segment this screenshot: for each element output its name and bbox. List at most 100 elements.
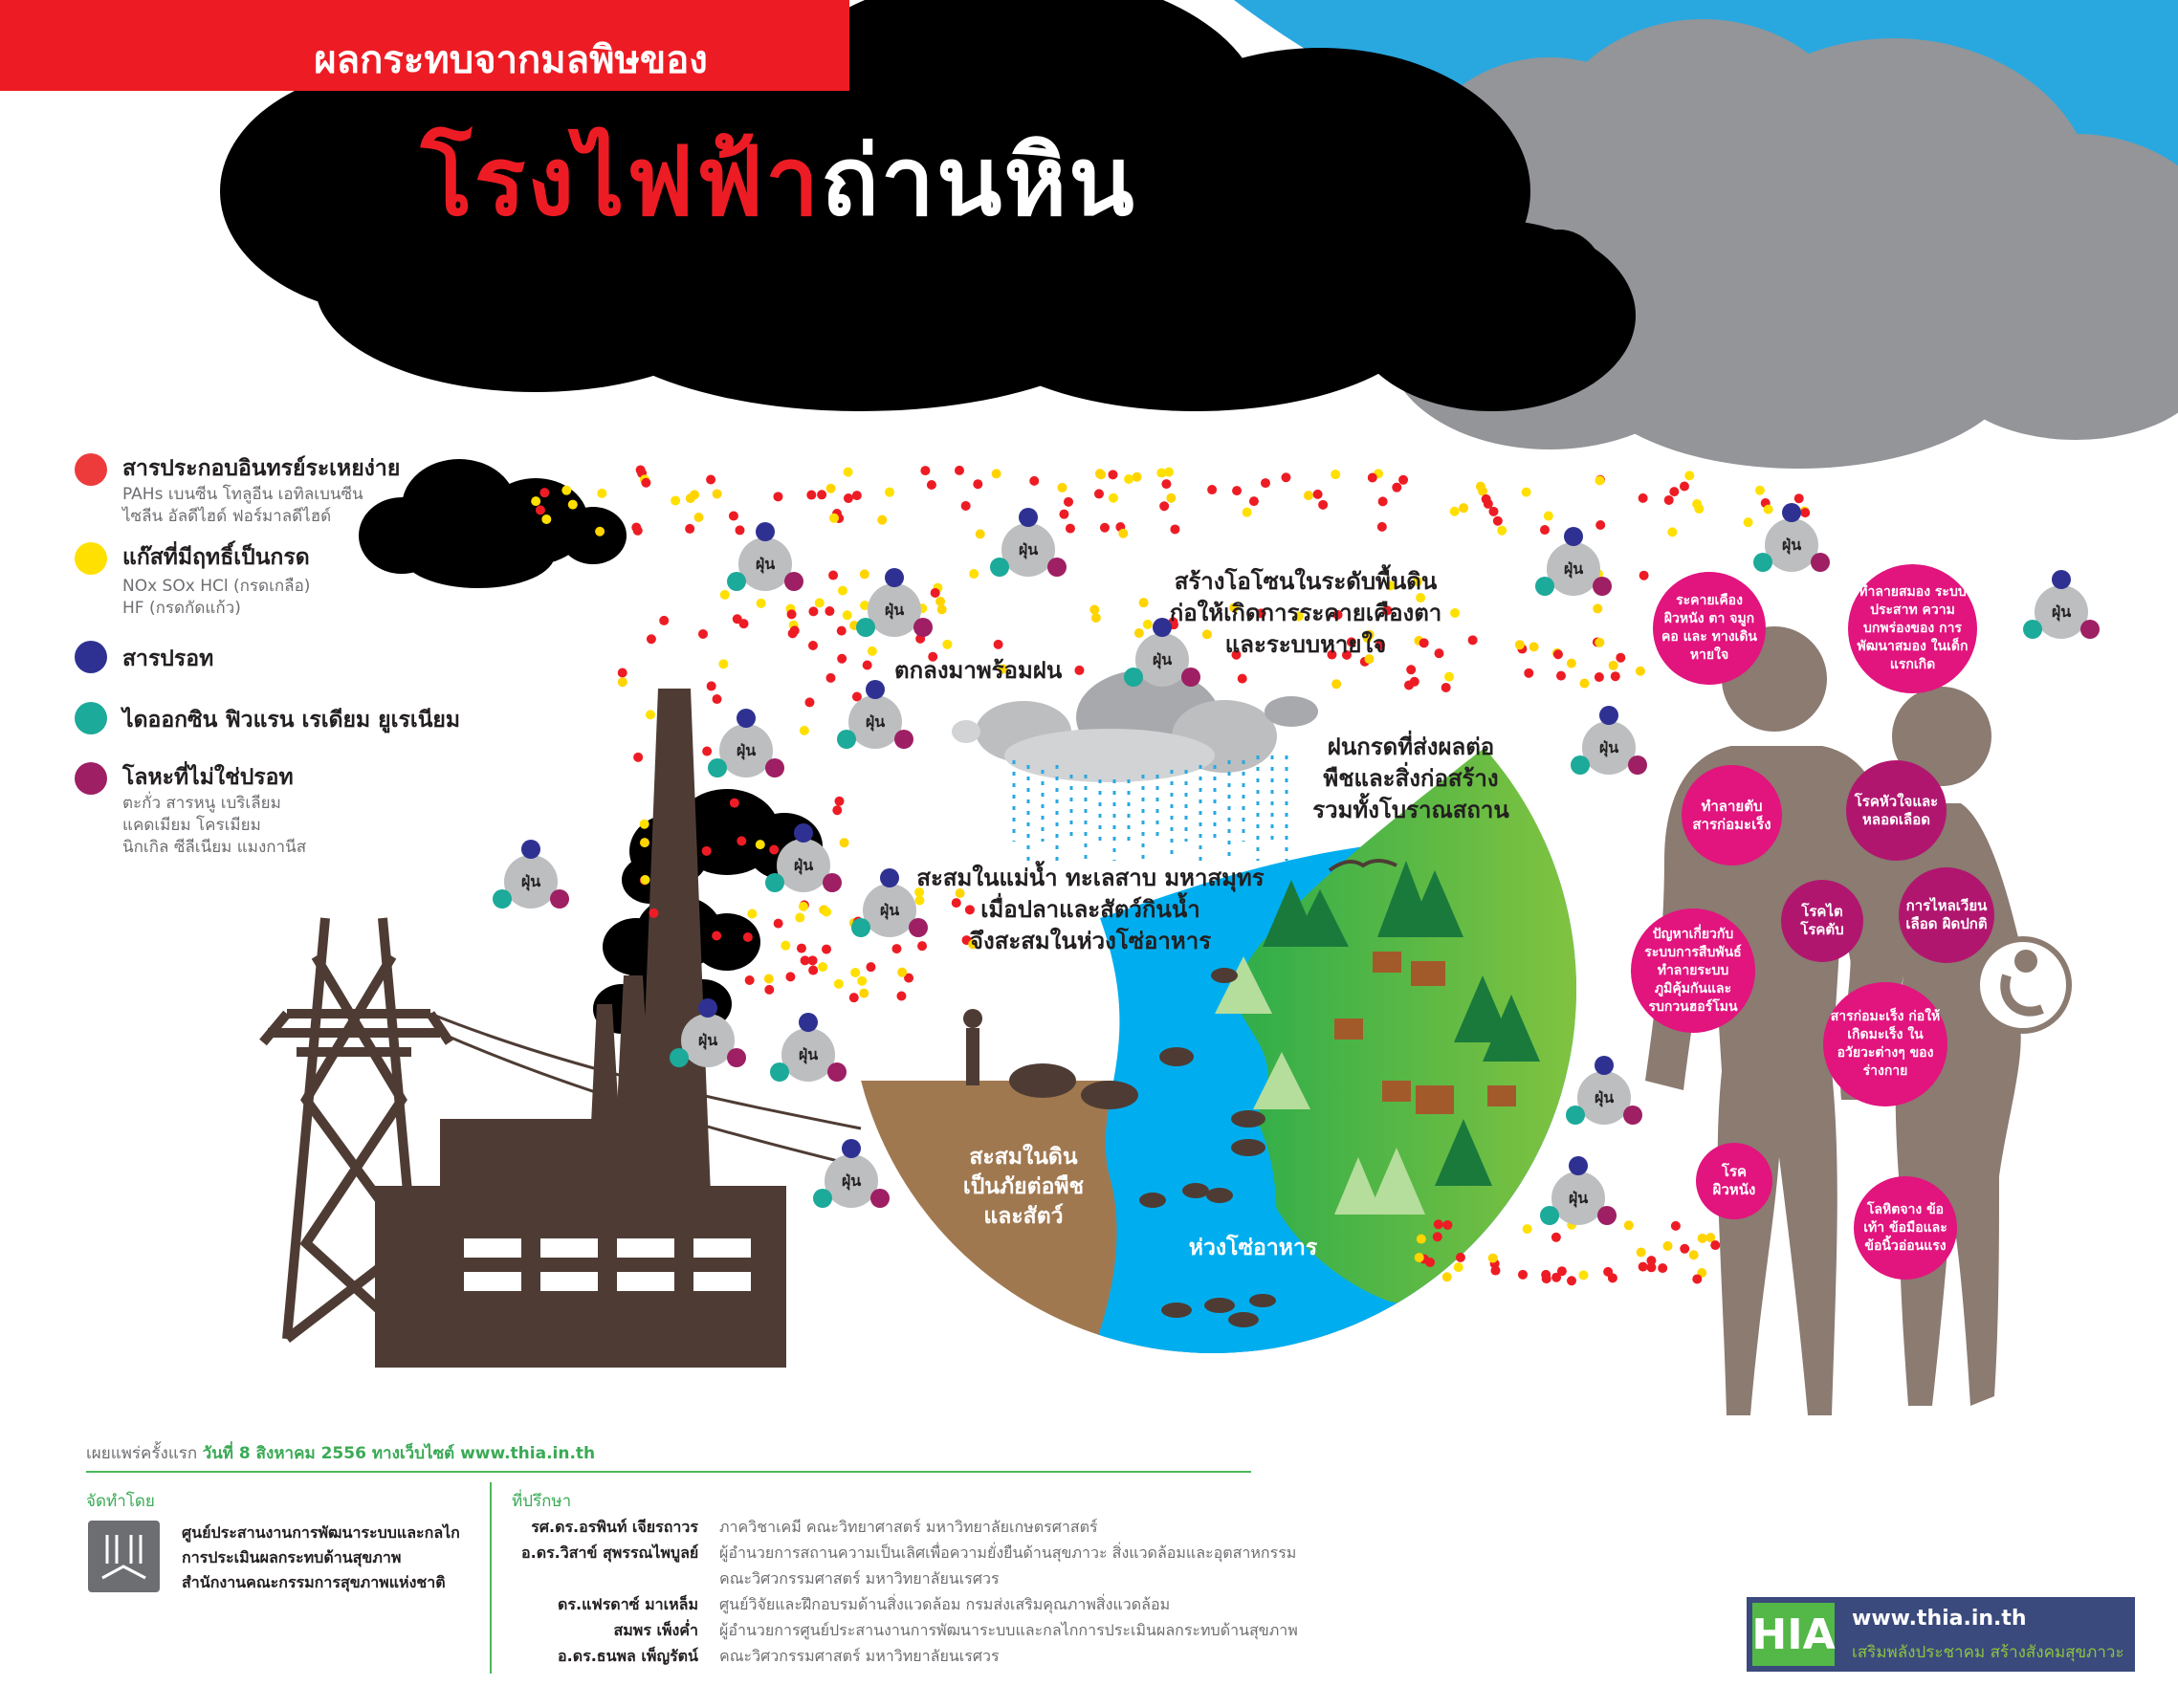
hia-badge[interactable]: HIA www.thia.in.th เสริมพลังประชาคม สร้า… xyxy=(1747,1597,2135,1672)
dioxin-dot-icon xyxy=(727,572,746,591)
particle-dot xyxy=(843,493,853,504)
particle-dot xyxy=(1364,654,1375,665)
particle-dot xyxy=(773,492,783,502)
particle-dot xyxy=(866,962,876,973)
ducks-fish xyxy=(1139,1183,1276,1327)
pale-trees xyxy=(1215,956,1425,1215)
particle-dot xyxy=(1638,493,1648,503)
dust-label: ฝุ่น xyxy=(1568,1189,1589,1207)
particle-dot xyxy=(914,887,925,897)
dust-label: ฝุ่น xyxy=(865,712,886,731)
navy-dot-icon xyxy=(75,641,107,673)
legend-title: สารปรอท xyxy=(122,646,214,671)
particle-dot xyxy=(843,467,853,477)
particle-dot xyxy=(1478,486,1488,496)
dust-label: ฝุ่น xyxy=(841,1172,862,1190)
hia-url[interactable]: www.thia.in.th xyxy=(1852,1607,2027,1631)
dust-label: ฝุ่น xyxy=(1598,738,1619,756)
mercury-dot-icon xyxy=(1782,503,1801,522)
health-effect-cancer: สารก่อมะเร็ง ก่อให้เกิดมะเร็ง ในอวัยวะต่… xyxy=(1823,982,1947,1106)
particle-dot xyxy=(1667,527,1678,537)
particle-dot xyxy=(1406,665,1417,675)
particle-dot xyxy=(1133,627,1144,638)
particle-dot xyxy=(964,905,975,915)
metal-dot-icon xyxy=(550,889,569,909)
particle-dot xyxy=(951,898,961,909)
page-title: โรงไฟฟ้าถ่านหิน xyxy=(421,134,1136,230)
particle-dot xyxy=(617,677,627,688)
particle-dot xyxy=(839,838,849,848)
particle-dot xyxy=(1382,605,1393,616)
particle-dot xyxy=(942,639,953,649)
particle-dot xyxy=(1793,493,1804,504)
health-effect-brain: ทำลายสมอง ระบบประสาท ความบกพร่องของ การพ… xyxy=(1848,564,1977,693)
dust-label: ฝุ่น xyxy=(1152,650,1173,668)
particle-dot xyxy=(822,907,832,917)
particle-dot xyxy=(1743,517,1753,528)
acid-rain-callout: ฝนกรดที่ส่งผลต่อพืชและสิ่งก่อสร้างรวมทั้… xyxy=(1312,734,1509,823)
particle-dot xyxy=(1260,478,1270,489)
particle-dot xyxy=(1524,668,1534,678)
particle-dot xyxy=(1441,682,1451,692)
advisors-label: ที่ปรึกษา xyxy=(512,1492,572,1511)
particle-dot xyxy=(998,664,1008,674)
particle-dot xyxy=(1541,1274,1551,1284)
particle-dot xyxy=(1065,523,1075,534)
particle-dot xyxy=(1450,607,1461,618)
particle-dot xyxy=(1539,525,1550,536)
particle-dot xyxy=(1108,493,1118,503)
particle-dot xyxy=(1680,1243,1690,1254)
particle-dot xyxy=(1594,672,1604,683)
particle-dot xyxy=(799,725,809,735)
particle-dot xyxy=(1059,509,1069,519)
dioxin-dot-icon xyxy=(670,1048,689,1067)
particle-dot xyxy=(936,604,947,615)
particle-dot xyxy=(617,668,627,678)
particle-dot xyxy=(1492,515,1503,526)
particle-dot xyxy=(561,485,572,495)
particle-dot xyxy=(535,505,545,515)
particle-dot xyxy=(744,974,755,985)
dust-particle-icon: ฝุ่น xyxy=(1571,706,1647,775)
particle-dot xyxy=(833,978,844,989)
particle-dot xyxy=(712,489,722,499)
metal-dot-icon xyxy=(765,758,784,777)
legend-title: โลหะที่ไม่ใช่ปรอท xyxy=(122,765,294,790)
particle-dot xyxy=(1595,475,1605,486)
particle-dot xyxy=(1692,1274,1703,1284)
legend-sub: HF (กรดกัดแก้ว) xyxy=(122,599,241,618)
food-chain-label: ห่วงโซ่อาหาร xyxy=(1188,1236,1318,1260)
particle-dot xyxy=(1670,1220,1681,1231)
particle-dot xyxy=(639,819,649,829)
metal-dot-icon xyxy=(1181,668,1200,687)
particle-dot xyxy=(1467,635,1478,646)
particle-dot xyxy=(718,659,729,669)
bird-icon xyxy=(1328,859,1397,872)
particle-dot xyxy=(1376,521,1387,532)
particle-dot xyxy=(1303,491,1313,501)
mercury-dot-icon xyxy=(1153,618,1172,637)
health-effect-reproductive: ปัญหาเกี่ยวกับ ระบบการสืบพันธ์ ทำลายระบบ… xyxy=(1631,909,1755,1033)
red-dot-icon xyxy=(75,453,107,486)
legend-title: ไดออกซิน ฟิวแรน เรเดียม ยูเรเนียม xyxy=(122,708,461,733)
particle-dot xyxy=(897,967,908,977)
metal-dot-icon xyxy=(1597,1206,1617,1225)
metal-dot-icon xyxy=(827,1062,847,1082)
rain-drops xyxy=(1012,755,1288,861)
particle-dot xyxy=(641,477,651,488)
dust-particle-icon: ฝุ่น xyxy=(856,568,933,637)
particle-dot xyxy=(1522,1224,1532,1235)
particle-dot xyxy=(825,483,836,493)
mercury-dot-icon xyxy=(2052,570,2071,589)
mercury-dot-icon xyxy=(1595,1056,1614,1075)
particle-dot xyxy=(773,918,783,929)
particle-dot xyxy=(1593,603,1603,614)
particle-dot xyxy=(1705,1233,1716,1243)
particle-dot xyxy=(1074,665,1085,675)
particle-dot xyxy=(1367,472,1377,483)
dioxin-dot-icon xyxy=(708,758,727,777)
particle-dot xyxy=(1579,678,1590,689)
particle-dot xyxy=(935,596,946,606)
mercury-dot-icon xyxy=(737,709,756,728)
legend-sub: NOx SOx HCl (กรดเกลือ) xyxy=(122,577,311,596)
